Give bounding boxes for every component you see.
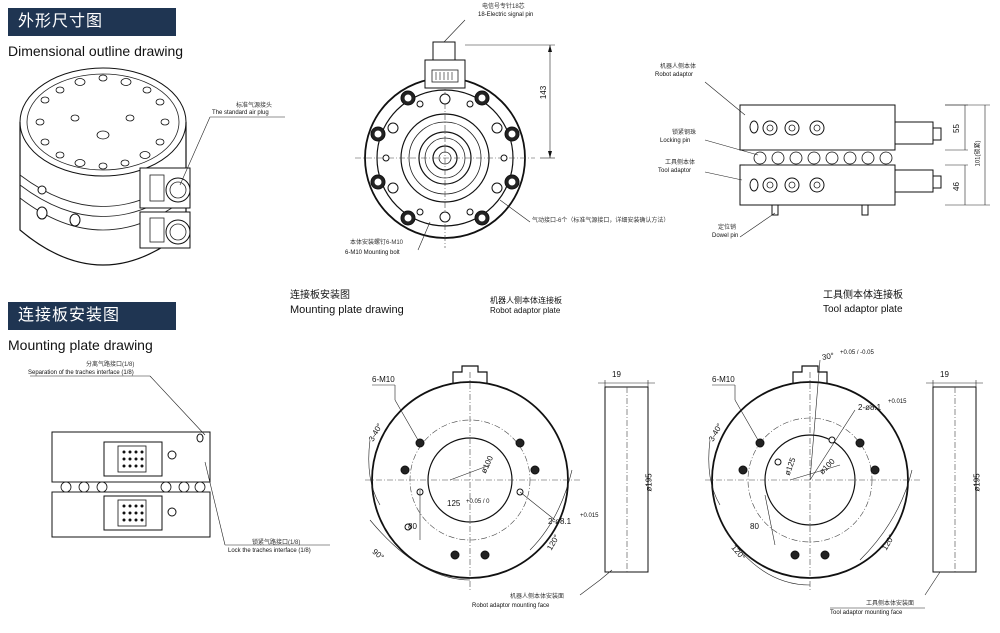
mounting-section-header: 连接板安装图 [8,302,176,330]
dowel-pin-label-zh: 定位销 [718,225,737,231]
dowel-pin-label-en: Dowel pin [712,233,739,239]
tool-r80: 80 [750,522,759,531]
plate-drawing-title-en: Mounting plate drawing [290,304,404,316]
robot-m10: 6-M10 [372,375,395,384]
robot-d125-tol: +0.05 / 0 [466,499,490,505]
robot-d195: ø195 [644,473,654,492]
tool-plate-title-zh: 工具侧本体连接板 [823,290,903,301]
robot-plate-title-zh: 机器人侧本体连接板 [490,296,562,305]
outline-section-header: 外形尺寸图 [8,8,176,36]
robot-thick19: 19 [612,370,621,379]
robot-plate-title-en: Robot adaptor plate [490,306,561,315]
tool-a30-tol: +0.05 / -0.05 [840,350,874,356]
robot-pin: 2-ø8.1 [548,517,572,526]
dim-55: 55 [951,124,961,133]
tool-face-label-en: Tool adaptor mounting face [830,610,903,616]
front-bolt-holes [382,93,508,223]
robot-face-label-zh: 机器人侧本体安装面 [510,594,565,600]
lock-label-zh: 锁紧气路接口(1/8) [252,540,301,546]
tool-adaptor-label-en: Tool adaptor [658,168,692,174]
outline-title-zh: 外形尺寸图 [18,13,104,30]
signal-pin-label-zh: 电信号专针18芯 [482,4,525,10]
dim-46: 46 [951,182,961,191]
locking-pin-label-en: Locking pin [660,138,691,144]
plate-drawing-title-zh: 连接板安装图 [290,290,350,301]
tool-plate-holes [738,436,880,560]
tool-plate-view [705,359,983,609]
tool-pin-tol: +0.015 [888,399,907,405]
tool-plate-title-en: Tool adaptor plate [823,304,903,315]
robot-adaptor-label-en: Robot adaptor [655,72,694,78]
mounting-bolt-label-en: 6-M10 Mounting bolt [345,250,400,256]
robot-face-label-en: Robot adaptor mounting face [472,603,550,609]
tool-pin: 2-ø8.1 [858,403,882,412]
dim-101: 101(锁紧) [975,140,982,167]
mounting-subtitle: Mounting plate drawing [8,337,153,353]
locking-pin-label-zh: 锁紧钢珠 [672,130,697,136]
dim-143: 143 [539,85,549,100]
robot-pin-tol: +0.015 [580,513,599,519]
locking-balls [753,151,893,165]
air-port-label-zh: 气动接口-6个（标准气源接口，详细安装确认方法） [532,218,670,224]
front-air-ports [370,90,520,226]
outline-subtitle: Dimensional outline drawing [8,43,184,59]
top-face-holes [35,74,170,170]
side-view [704,81,990,238]
tool-d195: ø195 [972,473,982,492]
tool-thick19: 19 [940,370,949,379]
tool-m10: 6-M10 [712,375,735,384]
air-plug-label-zh: 标准气源接头 [236,103,273,109]
robot-d125: 125 [447,499,461,508]
separation-label-zh: 分离气路接口(1/8) [86,362,135,368]
robot-plate-view [365,365,655,596]
signal-pin-label-en: 18-Electric signal pin [478,12,534,18]
mounting-side-view [30,375,330,546]
air-plug-label-en: The standard air plug [212,110,269,116]
separation-label-en: Separation of the traches interface (1/8… [28,370,134,376]
tool-adaptor-label-zh: 工具侧本体 [665,160,696,166]
robot-adaptor-label-zh: 机器人侧本体 [660,64,697,70]
side-holes [749,120,825,193]
isometric-outline-view [19,67,285,266]
lock-label-en: Lock the traches interface (1/8) [228,548,311,554]
mounting-title-zh: 连接板安装图 [18,307,121,324]
mounting-bolt-label-zh: 本体安装螺钉6-M10 [350,240,404,246]
robot-r80: 80 [408,522,417,531]
tool-face-label-zh: 工具侧本体安装面 [866,601,915,607]
front-view [355,19,555,251]
